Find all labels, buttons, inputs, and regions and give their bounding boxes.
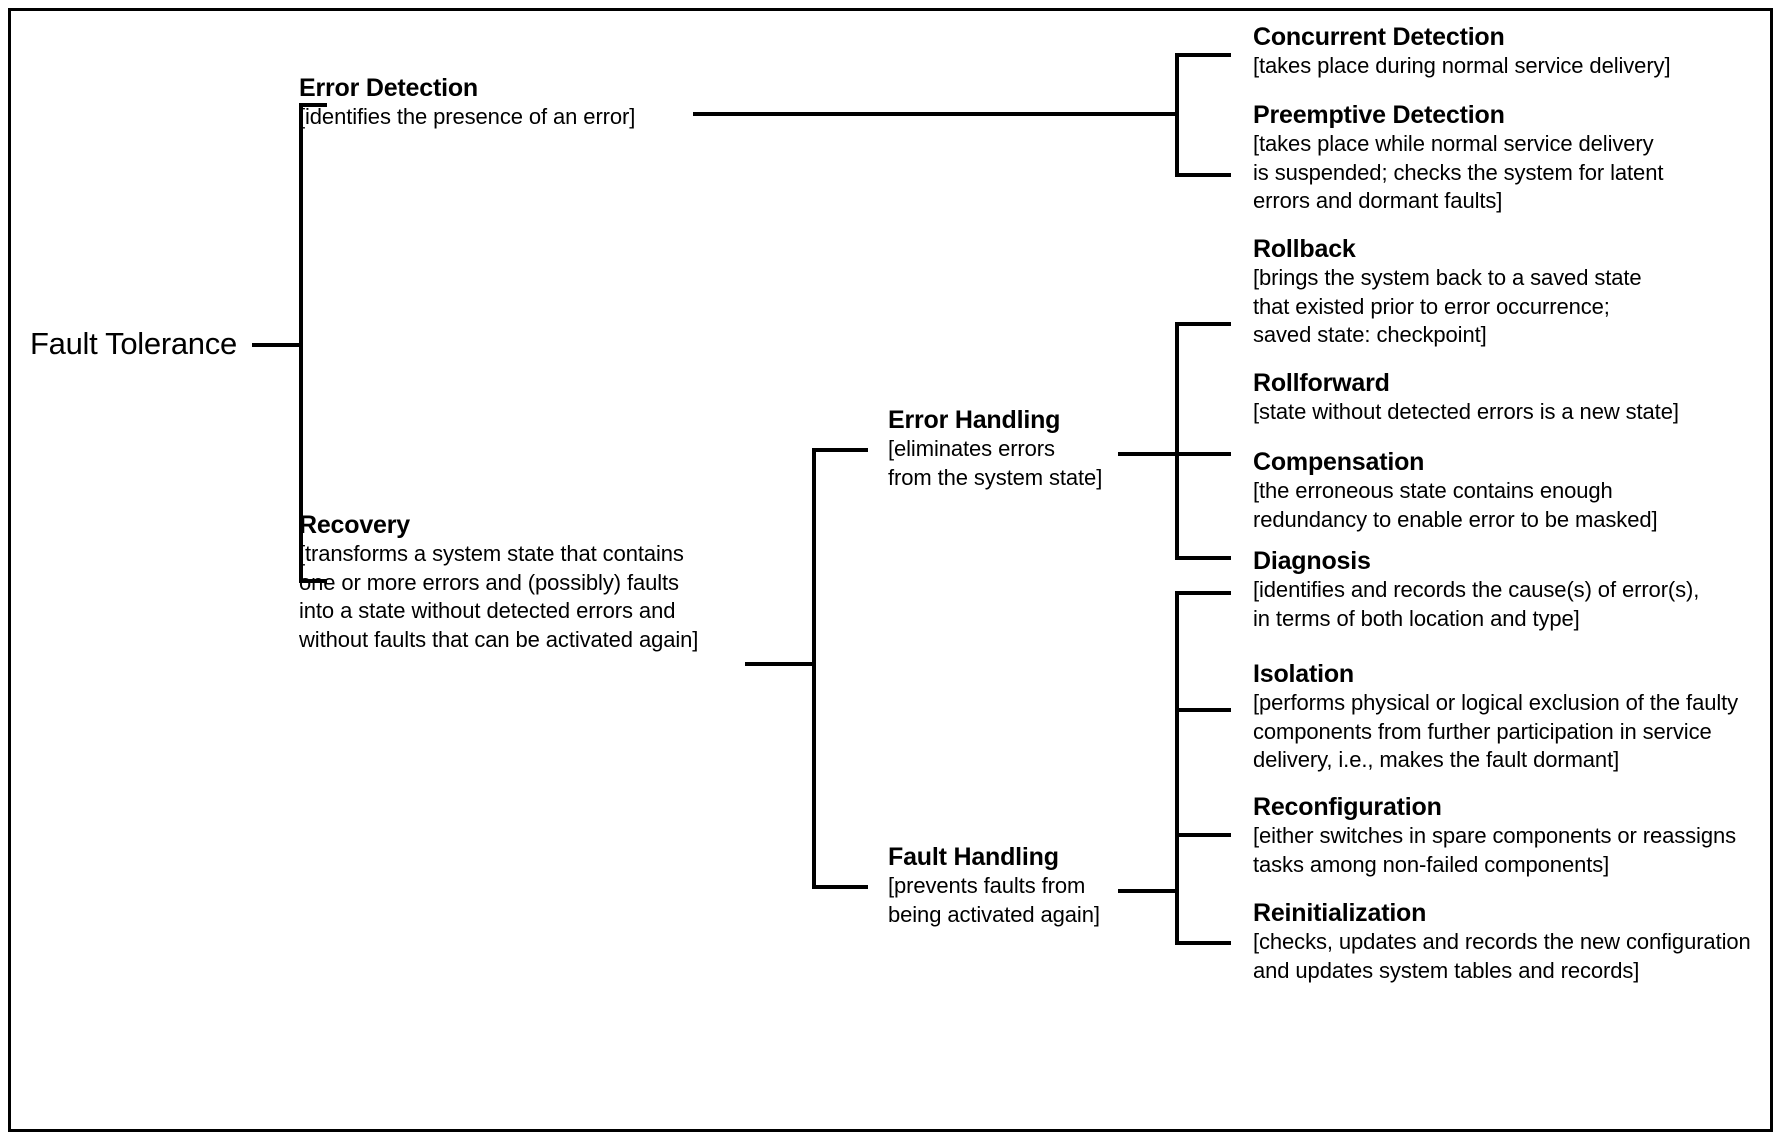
connector-reinitialization-stub bbox=[1175, 941, 1231, 945]
connector-preemptive-detection-stub bbox=[1175, 173, 1231, 177]
node-recovery-desc: [transforms a system state that contains… bbox=[299, 541, 699, 652]
node-error-handling-title: Error Handling bbox=[888, 406, 1061, 434]
node-error-detection: Error Detection [identifies the presence… bbox=[299, 73, 635, 132]
connector-fault-handling-spine bbox=[1175, 591, 1179, 945]
connector-concurrent-detection-stub bbox=[1175, 53, 1231, 57]
connector-rollback-stub bbox=[1175, 322, 1231, 326]
node-recovery: Recovery [transforms a system state that… bbox=[299, 510, 698, 654]
node-isolation: Isolation [performs physical or logical … bbox=[1253, 659, 1738, 775]
connector-fault-handling-run bbox=[1118, 889, 1178, 893]
connector-error-handling-run bbox=[1118, 452, 1178, 456]
node-compensation: Compensation [the erroneous state contai… bbox=[1253, 447, 1658, 534]
node-isolation-desc: [performs physical or logical exclusion … bbox=[1253, 690, 1739, 772]
node-isolation-title: Isolation bbox=[1253, 660, 1354, 688]
connector-recovery-stub bbox=[299, 579, 327, 583]
connector-level2-spine bbox=[812, 448, 816, 889]
connector-detection-spine bbox=[1175, 53, 1179, 177]
connector-isolation-stub bbox=[1175, 708, 1231, 712]
node-diagnosis-title: Diagnosis bbox=[1253, 547, 1371, 575]
node-error-detection-desc: [identifies the presence of an error] bbox=[299, 104, 636, 129]
connector-diagnosis-stub bbox=[1175, 591, 1231, 595]
connector-compensation-stub bbox=[1175, 556, 1231, 560]
node-rollforward-desc: [state without detected errors is a new … bbox=[1253, 399, 1679, 424]
node-reconfiguration-title: Reconfiguration bbox=[1253, 793, 1442, 821]
connector-root-stub bbox=[252, 343, 302, 347]
node-reconfiguration: Reconfiguration [either switches in spar… bbox=[1253, 792, 1736, 879]
node-recovery-title: Recovery bbox=[299, 511, 410, 539]
node-preemptive-detection-desc: [takes place while normal service delive… bbox=[1253, 131, 1664, 213]
node-fault-tolerance: Fault Tolerance bbox=[30, 327, 237, 361]
node-concurrent-detection-title: Concurrent Detection bbox=[1253, 23, 1505, 51]
node-diagnosis: Diagnosis [identifies and records the ca… bbox=[1253, 546, 1699, 633]
connector-error-detection-stub bbox=[299, 103, 327, 107]
connector-error-detection-run bbox=[693, 112, 1178, 116]
node-concurrent-detection-desc: [takes place during normal service deliv… bbox=[1253, 53, 1671, 78]
connector-recovery-run bbox=[745, 662, 815, 666]
diagram-border-frame bbox=[8, 8, 1773, 1132]
node-rollback-desc: [brings the system back to a saved state… bbox=[1253, 265, 1642, 347]
node-compensation-desc: [the erroneous state contains enough red… bbox=[1253, 478, 1658, 532]
connector-level1-spine bbox=[299, 103, 303, 583]
node-concurrent-detection: Concurrent Detection [takes place during… bbox=[1253, 22, 1671, 81]
node-rollforward: Rollforward [state without detected erro… bbox=[1253, 368, 1679, 427]
node-reinitialization: Reinitialization [checks, updates and re… bbox=[1253, 898, 1751, 985]
node-error-detection-title: Error Detection bbox=[299, 74, 478, 102]
node-reconfiguration-desc: [either switches in spare components or … bbox=[1253, 823, 1736, 877]
connector-fault-handling-stub bbox=[812, 885, 868, 889]
node-fault-handling-desc: [prevents faults from being activated ag… bbox=[888, 873, 1100, 927]
node-rollback: Rollback [brings the system back to a sa… bbox=[1253, 234, 1642, 350]
connector-reconfiguration-stub bbox=[1175, 833, 1231, 837]
connector-error-handling-spine bbox=[1175, 322, 1179, 560]
node-error-handling-desc: [eliminates errors from the system state… bbox=[888, 436, 1103, 490]
node-fault-handling: Fault Handling [prevents faults from bei… bbox=[888, 842, 1100, 929]
node-preemptive-detection: Preemptive Detection [takes place while … bbox=[1253, 100, 1663, 216]
node-diagnosis-desc: [identifies and records the cause(s) of … bbox=[1253, 577, 1700, 631]
node-reinitialization-title: Reinitialization bbox=[1253, 899, 1427, 927]
node-fault-tolerance-label: Fault Tolerance bbox=[30, 326, 237, 361]
node-reinitialization-desc: [checks, updates and records the new con… bbox=[1253, 929, 1751, 983]
node-error-handling: Error Handling [eliminates errors from t… bbox=[888, 405, 1102, 492]
node-rollback-title: Rollback bbox=[1253, 235, 1356, 263]
node-rollforward-title: Rollforward bbox=[1253, 369, 1390, 397]
node-compensation-title: Compensation bbox=[1253, 448, 1425, 476]
node-fault-handling-title: Fault Handling bbox=[888, 843, 1059, 871]
connector-rollforward-stub bbox=[1175, 452, 1231, 456]
connector-error-handling-stub bbox=[812, 448, 868, 452]
node-preemptive-detection-title: Preemptive Detection bbox=[1253, 101, 1505, 129]
